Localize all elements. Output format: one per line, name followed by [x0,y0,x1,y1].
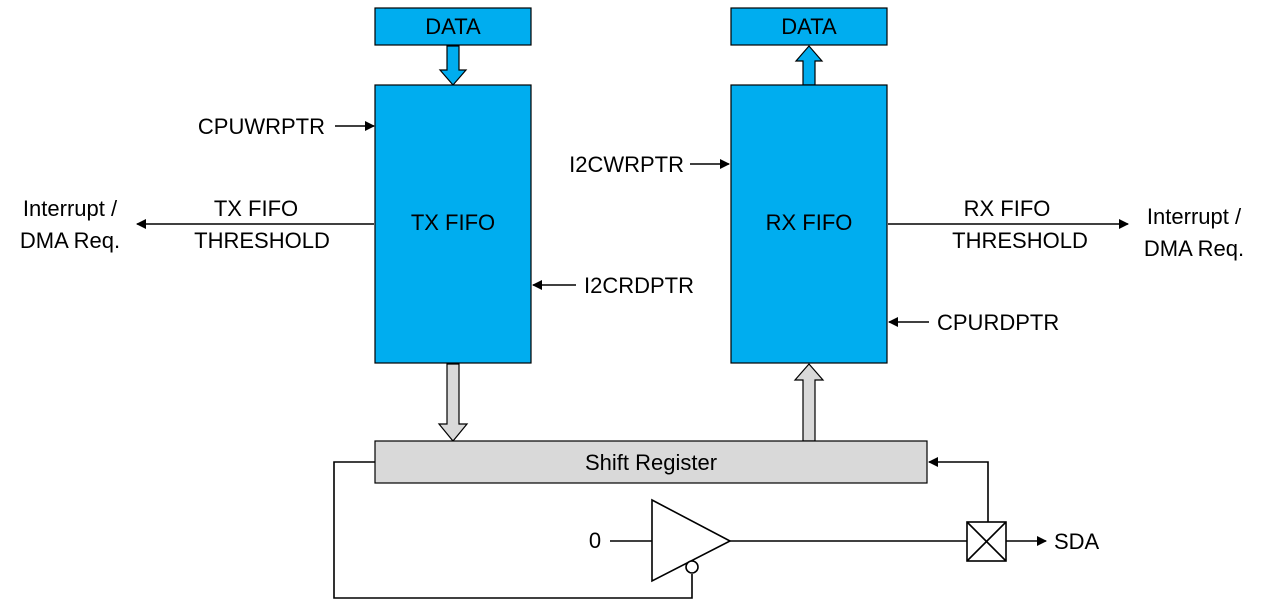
rx-interrupt-label-line1: Interrupt / [1147,204,1242,229]
rx-threshold-label-line1: RX FIFO [964,196,1051,221]
tx-fifo-label: TX FIFO [411,210,495,235]
sda-pad-cross-2 [966,521,1007,562]
buffer-input-label: 0 [589,528,601,553]
buffer-enable-wire [333,461,693,599]
tx-to-shift-arrow [437,363,469,442]
tx-interrupt-label-line2: DMA Req. [20,228,120,253]
tx-threshold-label-line2: THRESHOLD [194,228,330,253]
shift-to-rx-arrow [793,363,825,442]
rx-read-pointer-label: CPURDPTR [937,310,1059,335]
tx-read-pointer-label: I2CRDPTR [584,273,694,298]
rx-write-pointer-label: I2CWRPTR [569,152,684,177]
rx-data-out-arrow [794,45,824,86]
tx-threshold-label-line1: TX FIFO [214,196,298,221]
buffer-enable-bubble [685,560,699,574]
tx-write-pointer-label: CPUWRPTR [198,114,325,139]
sda-pin-label: SDA [1054,529,1100,554]
tx-fifo-block [374,84,532,364]
rx-data-label: DATA [781,14,837,39]
sda-to-shift-wire [928,457,989,522]
rx-threshold-label-line2: THRESHOLD [952,228,1088,253]
rx-data-box [730,7,888,46]
tx-data-in-arrow [438,45,468,86]
shift-register-label: Shift Register [585,450,717,475]
tx-interrupt-label-line1: Interrupt / [23,196,118,221]
tx-data-label: DATA [425,14,481,39]
shift-register-block [374,440,928,484]
tx-data-box [374,7,532,46]
rx-interrupt-label-line2: DMA Req. [1144,236,1244,261]
rx-fifo-block [730,84,888,364]
rx-fifo-label: RX FIFO [766,210,853,235]
